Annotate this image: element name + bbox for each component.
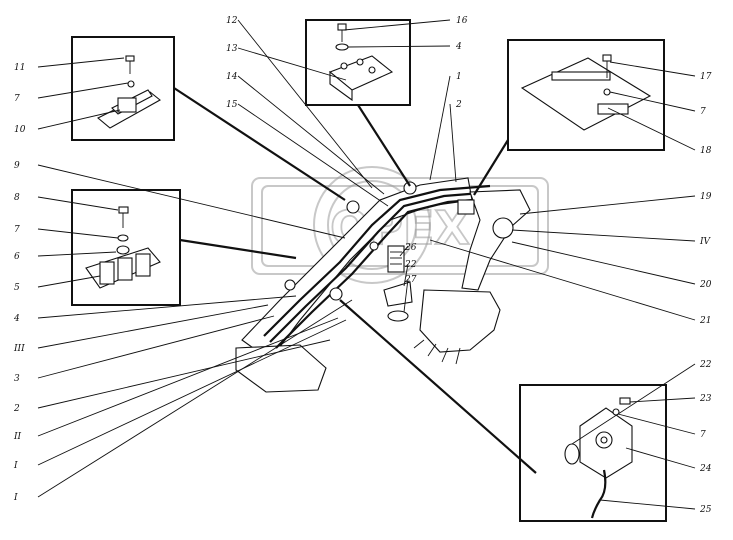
label-3: 3 [14, 374, 20, 384]
excavator-boom [235, 177, 531, 393]
label-22-right: 22 [699, 360, 712, 370]
label-24: 24 [699, 464, 712, 474]
detail-box-top-center [305, 19, 411, 106]
labels-left: 11 7 10 9 8 7 6 5 4 III 3 2 II I I [13, 63, 26, 503]
label-11: 11 [14, 63, 25, 73]
labels-top: 12 13 14 15 16 4 1 2 [226, 16, 468, 110]
label-4-top: 4 [455, 42, 462, 52]
label-13: 13 [226, 44, 238, 54]
labels-right: 17 7 18 19 IV 20 21 22 23 7 24 25 [699, 72, 712, 515]
detail-box-left [71, 189, 181, 306]
label-7-b: 7 [14, 225, 20, 235]
detail-box-top-right [507, 39, 665, 151]
connector-lines [173, 87, 537, 474]
labels-center: 26 22 27 [404, 243, 417, 285]
label-18: 18 [700, 146, 712, 156]
label-21: 21 [699, 316, 711, 326]
label-26: 26 [404, 243, 417, 253]
label-1-top: 1 [456, 72, 462, 82]
label-12: 12 [226, 16, 238, 26]
label-I: I [13, 493, 18, 503]
label-II: II [13, 432, 22, 442]
detail-box-top-left [71, 36, 175, 141]
label-2-top: 2 [455, 100, 462, 110]
label-5: 5 [14, 283, 20, 293]
label-8: 8 [14, 193, 20, 203]
label-17: 17 [700, 72, 712, 82]
central-fittings [383, 245, 413, 322]
label-23: 23 [699, 394, 712, 404]
label-III: III [13, 344, 25, 354]
leader-lines [37, 19, 696, 510]
detail-box-bottom-right [519, 384, 667, 522]
label-2: 2 [13, 404, 20, 414]
label-19: 19 [700, 192, 712, 202]
label-10: 10 [14, 125, 26, 135]
label-20: 20 [699, 280, 712, 290]
label-7-right-a: 7 [700, 107, 706, 117]
label-14: 14 [226, 72, 238, 82]
label-7-a: 7 [14, 94, 20, 104]
label-25: 25 [699, 505, 712, 515]
label-6: 6 [14, 252, 20, 262]
label-7-right-b: 7 [700, 430, 706, 440]
label-IV: IV [699, 237, 712, 247]
label-4: 4 [13, 314, 20, 324]
label-9: 9 [14, 161, 20, 171]
label-1: I [13, 461, 18, 471]
label-27: 27 [404, 275, 417, 285]
label-22-center: 22 [404, 260, 417, 270]
label-15: 15 [226, 100, 238, 110]
label-16: 16 [456, 16, 468, 26]
